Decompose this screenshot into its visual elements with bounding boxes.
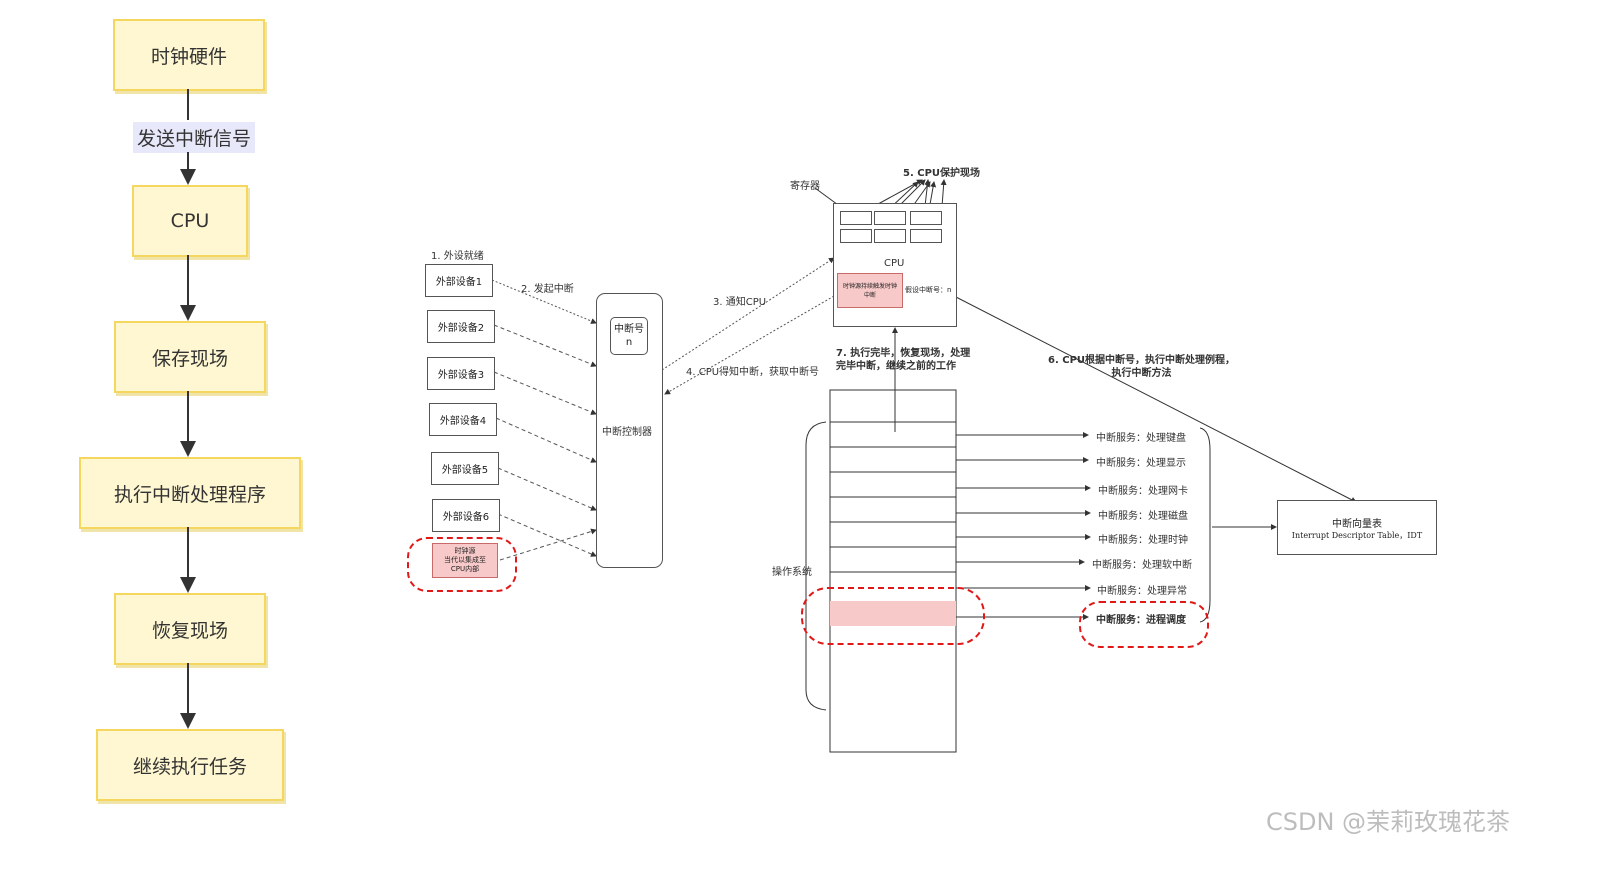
step-2-label: 2. 发起中断 [521,284,574,295]
flow-step-clock-hardware: 时钟硬件 [113,19,265,91]
device-label: 外部设备1 [435,277,483,288]
flow-step-label: CPU [170,210,210,232]
device-label: 外部设备6 [442,512,490,523]
flow-step-label: 保存现场 [151,347,228,370]
device-label: 外部设备2 [437,323,485,334]
external-device-5: 外部设备5 [431,452,499,485]
clock-source-box: 时钟源 当代以集成至 CPU内部 [432,543,498,578]
devices-ready-label: 1. 外设就绪 [431,251,484,262]
flow-step-label: 时钟硬件 [150,45,227,68]
external-device-1: 外部设备1 [425,264,493,297]
device-label: 外部设备3 [437,370,485,381]
step-5-label: 5. CPU保护现场 [903,168,981,179]
external-device-6: 外部设备6 [432,499,500,532]
service-display: 中断服务：处理显示 [1096,458,1186,469]
flow-step-save-context: 保存现场 [114,321,266,393]
flow-step-cpu: CPU [132,185,248,257]
service-softirq: 中断服务：处理软中断 [1092,560,1192,571]
flow-edge-text: 发送中断信号 [137,128,252,150]
service-keyboard: 中断服务：处理键盘 [1096,433,1186,444]
register-cell [910,229,942,243]
device-label: 外部设备4 [439,416,487,427]
register-cell [840,211,872,225]
service-scheduler: 中断服务：进程调度 [1096,615,1186,626]
cpu-clock-note-label: 时钟源持续触发时钟 中断 [842,282,897,299]
irq-number-box: 中断号 n [610,317,648,355]
os-highlight-circle [801,587,985,645]
register-cell [840,229,872,243]
cpu-title: CPU [884,258,905,269]
os-label: 操作系统 [772,567,812,578]
clock-source-highlight [407,537,517,592]
step-7-label: 7. 执行完毕，恢复现场，处理 完毕中断，继续之前的工作 [836,348,971,372]
step-3-label: 3. 通知CPU [713,297,767,308]
flow-step-label: 继续执行任务 [132,755,247,778]
register-cell [874,211,906,225]
step-6-label: 6. CPU根据中断号，执行中断处理例程， 执行中断方法 [1048,355,1236,379]
step-4-label: 4. CPU得知中断，获取中断号 [686,367,820,378]
register-cell [874,229,906,243]
flow-edge-label: 发送中断信号 [133,122,256,153]
flow-step-label: 执行中断处理程序 [113,483,266,506]
service-nic: 中断服务：处理网卡 [1098,486,1188,497]
cpu-clock-note: 时钟源持续触发时钟 中断 [837,273,903,308]
register-cell [910,211,942,225]
idt-title: 中断向量表 [1332,519,1382,530]
scheduler-highlight [1079,601,1209,648]
service-clock: 中断服务：处理时钟 [1098,535,1188,546]
irq-number-label: 中断号 n [614,324,644,348]
flow-step-continue-task: 继续执行任务 [96,729,284,801]
service-exception: 中断服务：处理异常 [1097,586,1187,597]
clock-source-label: 时钟源 当代以集成至 CPU内部 [444,547,486,573]
watermark: CSDN @茉莉玫瑰花茶 [1266,808,1511,836]
device-label: 外部设备5 [441,465,489,476]
flow-step-restore-context: 恢复现场 [114,593,266,665]
idt-subtitle: Interrupt Descriptor Table，IDT [1291,531,1423,540]
external-device-2: 外部设备2 [427,310,495,343]
register-label: 寄存器 [790,181,820,192]
flow-step-run-handler: 执行中断处理程序 [79,457,301,529]
os-highlight-row [830,601,956,626]
interrupt-controller-label: 中断控制器 [602,427,652,438]
external-device-4: 外部设备4 [429,403,497,436]
idt-box: 中断向量表 Interrupt Descriptor Table，IDT [1277,500,1437,555]
cpu-irq-note: 假设中断号：n [905,286,952,294]
flow-step-label: 恢复现场 [151,619,228,642]
service-disk: 中断服务：处理磁盘 [1098,511,1188,522]
external-device-3: 外部设备3 [427,357,495,390]
